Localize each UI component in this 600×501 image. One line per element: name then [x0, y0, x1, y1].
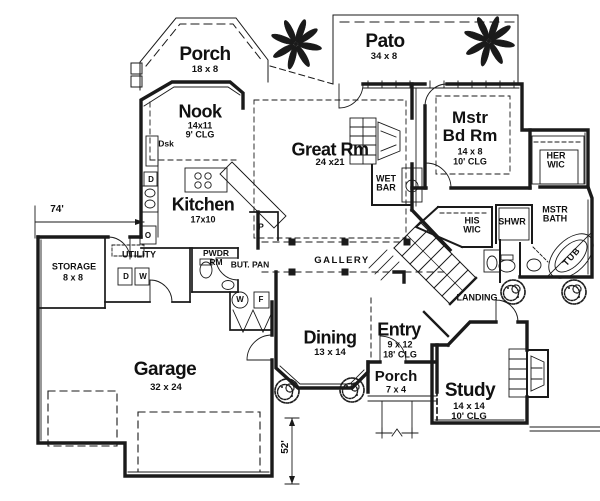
- dimension-depth: 52': [279, 440, 291, 454]
- room-label-but-pan: BUT. PAN: [230, 259, 270, 270]
- room-dims-patio: 34 x 8: [370, 51, 398, 63]
- door-swing-arcs: [107, 83, 549, 363]
- stairs: [368, 221, 477, 305]
- room-label-her-wic: HER WIC: [546, 150, 566, 170]
- room-clg-entry: 18' CLG: [383, 349, 417, 360]
- gallery-colonnade: [261, 238, 447, 361]
- fixture-label-dryer: D: [123, 271, 129, 281]
- room-clg-nook: 9' CLG: [185, 129, 215, 140]
- fixture-label-desk: Dsk: [158, 138, 174, 149]
- room-label-gallery: GALLERY: [314, 255, 370, 267]
- room-label-nook: Nook: [178, 101, 223, 122]
- room-label-front-porch: Porch: [374, 368, 418, 386]
- room-dims-great-rm: 24 x21: [315, 157, 345, 169]
- room-dims-nook: 14x11: [187, 120, 213, 131]
- bath-fixtures: [401, 135, 594, 279]
- garage-parking-spaces: [47, 390, 261, 473]
- room-dims-kitchen: 17x10: [190, 214, 216, 225]
- fixture-label-dishwasher: D: [148, 174, 154, 184]
- room-label-wet-bar: WET BAR: [376, 173, 396, 193]
- dimension-lines: [34, 205, 300, 485]
- front-porch-steps: [367, 395, 438, 439]
- room-label-pwdr-rm: PWDR RM: [203, 248, 229, 267]
- fireplace-great-room: [349, 117, 401, 165]
- room-dims-front-porch: 7 x 4: [385, 384, 407, 395]
- fixture-label-washer: W: [139, 271, 147, 281]
- rear-porch-outline: [130, 17, 334, 91]
- room-label-entry: Entry: [377, 319, 421, 340]
- room-label-mstr-bath: MSTR BATH: [542, 204, 568, 224]
- room-label-shwr: SHWR: [498, 216, 526, 227]
- room-dims-storage: 8 x 8: [62, 272, 84, 283]
- room-clg-mstr-bd-rm: 10' CLG: [453, 156, 487, 167]
- patio-outline: [332, 14, 519, 85]
- ceiling-lines: [149, 95, 511, 239]
- interior-walls: [37, 211, 438, 421]
- room-label-storage: STORAGE: [51, 261, 97, 272]
- room-dims-rear-porch: 18 x 8: [191, 64, 219, 76]
- room-dims-garage: 32 x 24: [150, 382, 182, 394]
- kitchen-fixtures: [139, 135, 287, 245]
- dimension-width: 74': [50, 203, 64, 215]
- room-label-great-rm: Great Rm: [291, 139, 369, 160]
- room-label-garage: Garage: [133, 359, 197, 381]
- room-label-dining: Dining: [303, 327, 358, 348]
- room-clg-study: 10' CLG: [451, 411, 487, 423]
- room-label-mstr-bd-rm: Mstr Bd Rm: [442, 108, 498, 145]
- room-label-his-wic: HIS WIC: [463, 215, 481, 235]
- room-dims-dining: 13 x 14: [314, 347, 346, 359]
- fixture-label-furnace: F: [258, 294, 264, 304]
- room-dims-study: 14 x 14: [453, 401, 485, 413]
- fixture-label-water-heater: W: [236, 294, 244, 304]
- utility-fixtures: [111, 244, 274, 334]
- room-label-kitchen: Kitchen: [171, 194, 235, 215]
- room-dims-entry: 9 x 12: [387, 339, 413, 350]
- room-label-study: Study: [444, 380, 496, 402]
- fixture-label-pantry: P: [258, 221, 264, 232]
- room-label-utility: UTILITY: [122, 249, 156, 260]
- fixture-label-oven: O: [144, 230, 152, 240]
- room-label-patio: Pato: [365, 31, 405, 53]
- room-label-landing: LANDING: [456, 292, 498, 303]
- room-dims-mstr-bd-rm: 14 x 8: [457, 146, 483, 157]
- room-label-rear-porch: Porch: [179, 44, 231, 66]
- fireplace-study: [508, 348, 549, 398]
